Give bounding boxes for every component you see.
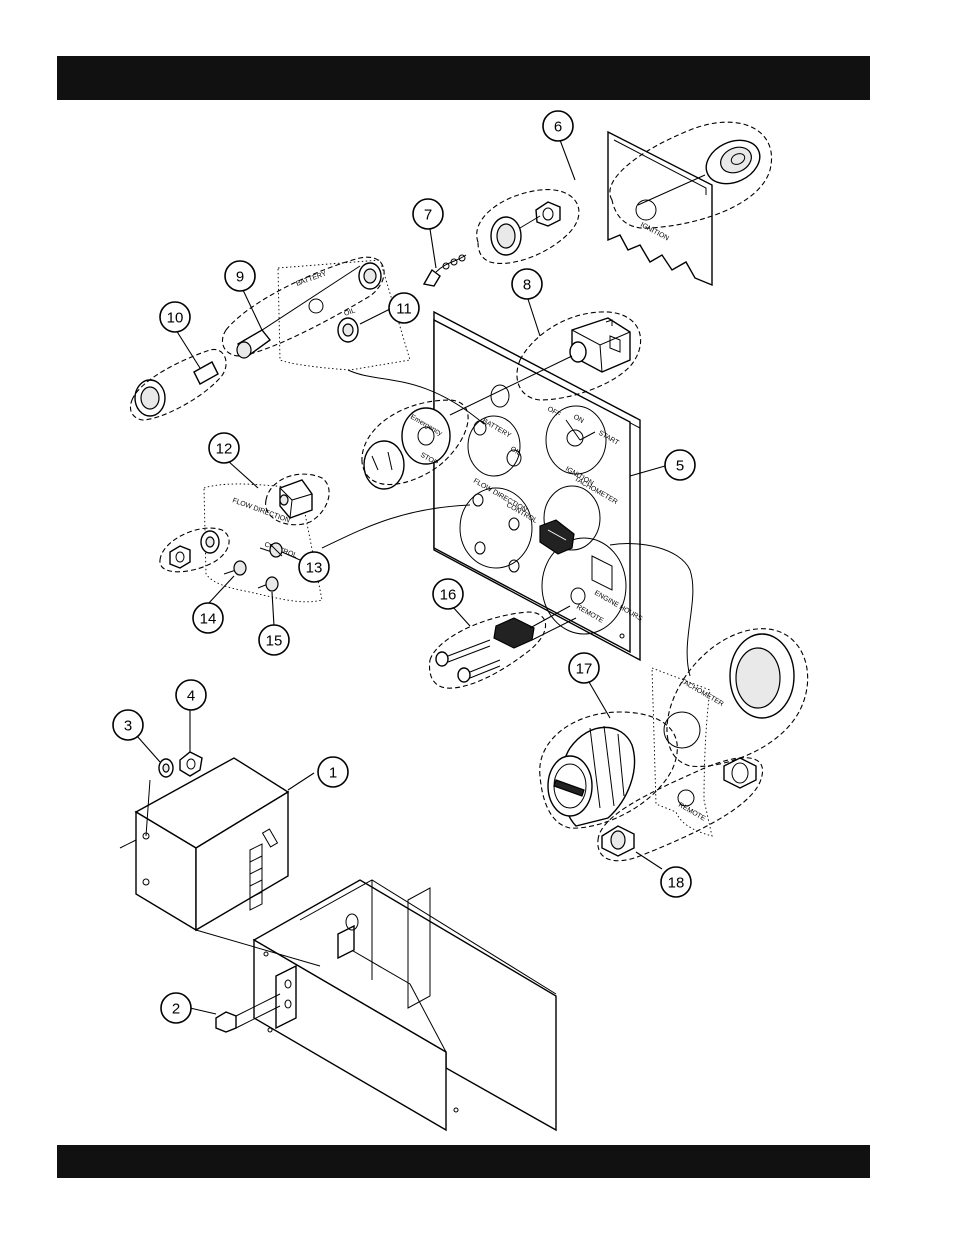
callout-2-label: 2 (172, 1001, 180, 1018)
nut-washer-group-outline (160, 528, 229, 572)
tachometer-bezel (730, 634, 794, 718)
callout-13-label: 13 (306, 560, 323, 577)
callout-10: 10 (160, 302, 190, 332)
callout-12: 12 (209, 433, 239, 463)
callout-9: 9 (225, 261, 255, 291)
ignition-plate: IGNITION (608, 132, 712, 285)
oil-plate-label: OIL (343, 307, 356, 317)
ignition-nut-bezel (491, 202, 560, 255)
callout-10-label: 10 (167, 310, 184, 327)
tachometer-gauge (548, 726, 635, 826)
callout-5: 5 (665, 450, 695, 480)
control-box (136, 758, 288, 930)
screws-group-outline (430, 612, 546, 688)
callout-3-label: 3 (124, 718, 132, 735)
callout-16: 16 (433, 579, 463, 609)
callout-4: 4 (176, 680, 206, 710)
callout-8-label: 8 (523, 277, 531, 294)
callout-15-label: 15 (266, 633, 283, 650)
tachometer-plate-label: TACHOMETER (679, 678, 724, 708)
callout-18: 18 (661, 867, 691, 897)
callout-12-label: 12 (216, 441, 233, 458)
callout-18-label: 18 (668, 875, 685, 892)
battery-indicator-lens (359, 263, 381, 289)
callout-3: 3 (113, 710, 143, 740)
callout-6: 6 (543, 111, 573, 141)
indicator-bulb (135, 330, 270, 416)
callout-7-label: 7 (424, 207, 432, 224)
ignition-bezel-group-outline (477, 190, 579, 264)
callout-17-label: 17 (576, 661, 593, 678)
callout-11: 11 (389, 293, 419, 323)
callout-16-label: 16 (440, 587, 457, 604)
callout-4-label: 4 (187, 688, 195, 705)
mounting-screws (436, 640, 500, 682)
battery-plate-label: BATTERY (295, 270, 327, 288)
washer-3 (159, 759, 173, 777)
callout-8: 8 (512, 269, 542, 299)
callout-7: 7 (413, 199, 443, 229)
oil-indicator-lens (338, 318, 358, 342)
callout-15: 15 (259, 625, 289, 655)
callout-6-label: 6 (554, 119, 562, 136)
callout-14-label: 14 (200, 611, 217, 628)
remote-connector-nut (724, 758, 756, 788)
ignition-key (424, 255, 466, 286)
callout-11-label: 11 (396, 301, 412, 318)
callout-14: 14 (193, 603, 223, 633)
remote-connector (602, 826, 634, 856)
control-switch-14 (224, 561, 246, 575)
control-switch-15 (258, 577, 278, 591)
callout-9-label: 9 (236, 269, 244, 286)
mounting-frame (254, 880, 556, 1130)
callout-13: 13 (299, 552, 329, 582)
switch-nut-washer (170, 531, 219, 568)
callout-17: 17 (569, 653, 599, 683)
flow-direction-switch (280, 480, 312, 518)
nut-4 (180, 752, 202, 776)
callout-1: 1 (318, 757, 348, 787)
callout-1-label: 1 (329, 765, 337, 782)
callout-5-label: 5 (676, 458, 684, 475)
relay (570, 318, 630, 372)
callout-2: 2 (161, 993, 191, 1023)
